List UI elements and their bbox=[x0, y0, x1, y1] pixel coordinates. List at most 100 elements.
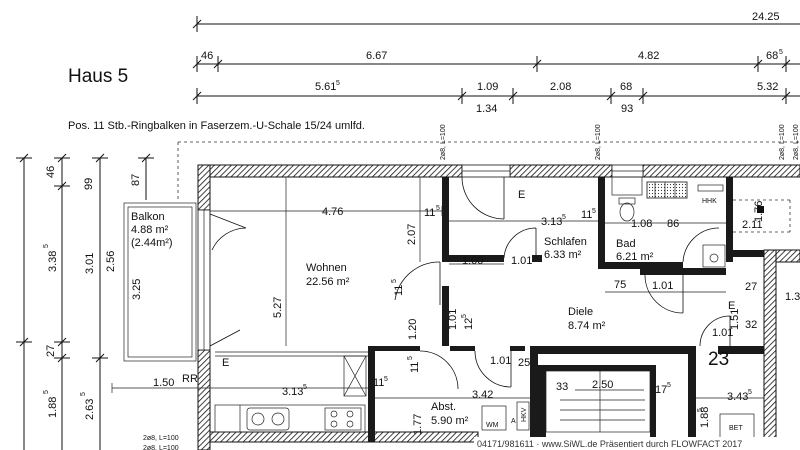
dim-101-c: 1.01 bbox=[447, 309, 459, 330]
dim-v-256: 2.56 bbox=[105, 251, 117, 272]
dim-93: 93 bbox=[621, 103, 633, 115]
label-hkv: HKV bbox=[521, 407, 528, 422]
dim-115-e: 11 bbox=[409, 362, 421, 373]
balcony-area-half: (2.44m²) bbox=[131, 237, 173, 249]
storage-room-name: Abst. bbox=[431, 401, 456, 413]
dim-101-d: 1.01 bbox=[712, 327, 733, 339]
label-e-1: E bbox=[222, 357, 229, 369]
lintel-labels: 2ø8, L=100 2ø8, L=100 2ø8, L=100 2ø8, L=… bbox=[143, 124, 800, 450]
lintel-label-4: 2ø8, L=100 bbox=[793, 124, 800, 160]
living-room-area: 22.56 m² bbox=[306, 276, 350, 288]
dim-108: 1.08 bbox=[631, 218, 652, 230]
balcony-name: Balkon bbox=[131, 211, 165, 223]
lintel-label-1: 2ø8, L=100 bbox=[440, 124, 447, 160]
dim-v-87: 87 bbox=[130, 174, 142, 186]
ring-beam-note: Pos. 11 Stb.-Ringbalken in Faserzem.-U-S… bbox=[68, 120, 365, 132]
dim-527: 5.27 bbox=[272, 297, 284, 318]
dim-3435: 3.43 bbox=[727, 391, 748, 403]
dim-5615-sup: 5 bbox=[336, 80, 340, 87]
dim-250: 2.50 bbox=[592, 379, 613, 391]
kitchen-area: 1.50 RR 3.13 5 11 5 bbox=[111, 355, 388, 433]
bathroom: HHK 1.08 86 Bad 6.21 m² 1.76 2.11 bbox=[605, 176, 791, 268]
label-e-3: E bbox=[728, 300, 735, 312]
label-hhk: HHK bbox=[702, 198, 717, 205]
footer-credit: 04171/981611 · www.SiWL.de Präsentiert d… bbox=[477, 439, 742, 449]
bedroom-name: Schlafen bbox=[544, 236, 587, 248]
dim-46: 46 bbox=[201, 50, 213, 62]
dim-109: 1.09 bbox=[477, 81, 498, 93]
living-room: 4.76 11 5 5.27 2.07 Wohnen 22.56 m² E 11… bbox=[209, 177, 475, 369]
dim-150: 1.50 bbox=[153, 377, 174, 389]
dim-1885: 1.88 bbox=[699, 407, 711, 428]
bathroom-name: Bad bbox=[616, 238, 636, 250]
bedroom: 3.13 5 11 5 E 1.00 1.01 Schlafen 6.33 m² bbox=[449, 176, 598, 267]
dim-115-d: 11 bbox=[373, 377, 384, 389]
dim-v-27: 27 bbox=[45, 345, 57, 357]
dim-115-b-sup: 5 bbox=[592, 208, 596, 215]
dim-v-325: 3.25 bbox=[131, 279, 143, 300]
dim-3135-a-sup: 5 bbox=[562, 214, 566, 221]
dim-482: 4.82 bbox=[638, 50, 659, 62]
living-room-name: Wohnen bbox=[306, 262, 347, 274]
exterior-walls bbox=[197, 164, 800, 450]
dim-115-a-sup: 5 bbox=[436, 205, 440, 212]
dim-13: 1.3 bbox=[785, 291, 800, 303]
lintel-label-3: 2ø8, L=100 bbox=[779, 124, 786, 160]
dim-208: 2.08 bbox=[550, 81, 571, 93]
label-wm: WM bbox=[486, 422, 499, 429]
left-dimension-chains: 46 99 3.38 5 3.01 2.56 87 27 1.88 5 2.63… bbox=[16, 153, 154, 450]
dim-v-1885: 1.88 bbox=[47, 397, 59, 418]
dim-342: 3.42 bbox=[472, 389, 493, 401]
hallway-area: 8.74 m² bbox=[568, 320, 606, 332]
dim-207: 2.07 bbox=[406, 224, 418, 245]
windows bbox=[197, 164, 644, 351]
lintel-label-2: 2ø8, L=100 bbox=[595, 124, 602, 160]
lintel-label-bottom-1: 2ø8, L=100 bbox=[143, 435, 179, 442]
dim-115-d-sup: 5 bbox=[384, 376, 388, 383]
dim-115-c: 11 bbox=[393, 285, 405, 296]
dim-101-b: 1.01 bbox=[652, 280, 673, 292]
dim-151: 1.51 bbox=[729, 309, 741, 330]
dim-75: 75 bbox=[614, 279, 626, 291]
bedroom-area: 6.33 m² bbox=[544, 249, 582, 261]
dim-86: 86 bbox=[667, 218, 679, 230]
house-title: Haus 5 bbox=[68, 66, 128, 87]
storage-room-area: 5.90 m² bbox=[431, 415, 469, 427]
unit-number: 23 bbox=[708, 349, 729, 370]
dim-667: 6.67 bbox=[366, 50, 387, 62]
dim-3135-b: 3.13 bbox=[282, 386, 303, 398]
label-a: A bbox=[511, 418, 516, 425]
dim-overall: 24.25 bbox=[752, 11, 780, 23]
dim-125-sup: 5 bbox=[461, 314, 468, 318]
dim-175: 17 bbox=[655, 384, 667, 396]
dim-v-338: 3.38 bbox=[47, 251, 59, 272]
dim-532: 5.32 bbox=[757, 81, 778, 93]
dim-101-a: 1.01 bbox=[511, 255, 532, 267]
dim-175-sup: 5 bbox=[667, 382, 671, 389]
dim-68-mid: 68 bbox=[620, 81, 632, 93]
dim-3135-a: 3.13 bbox=[541, 216, 562, 228]
dim-177: 1.77 bbox=[412, 414, 424, 435]
dim-211: 2.11 bbox=[742, 219, 763, 231]
dim-27: 27 bbox=[745, 281, 757, 293]
lintel-label-bottom-2: 2ø8, L=100 bbox=[143, 445, 179, 450]
dim-5615: 5.61 bbox=[315, 81, 336, 93]
dim-3135-b-sup: 5 bbox=[303, 384, 307, 391]
hallway: 75 1.01 27 1.3 Diele 8.74 m² 1.51 32 1.0… bbox=[568, 274, 800, 370]
dim-3435-sup: 5 bbox=[748, 389, 752, 396]
dim-68-top: 68 bbox=[766, 50, 778, 62]
interior-walls bbox=[368, 177, 764, 442]
dim-33: 33 bbox=[556, 381, 568, 393]
dim-1885-sup: 5 bbox=[697, 408, 704, 412]
balcony-area: 4.88 m² bbox=[131, 224, 169, 236]
dim-25: 25 bbox=[518, 357, 530, 369]
dim-v-99: 99 bbox=[83, 178, 95, 190]
dim-120: 1.20 bbox=[407, 319, 419, 340]
dim-100: 1.00 bbox=[462, 255, 483, 267]
dim-32: 32 bbox=[745, 319, 757, 331]
dim-v-2635: 2.63 bbox=[84, 399, 96, 420]
dim-v-46: 46 bbox=[45, 166, 57, 178]
dim-v-1885-sup: 5 bbox=[43, 390, 50, 394]
dim-115-a: 11 bbox=[424, 207, 435, 219]
